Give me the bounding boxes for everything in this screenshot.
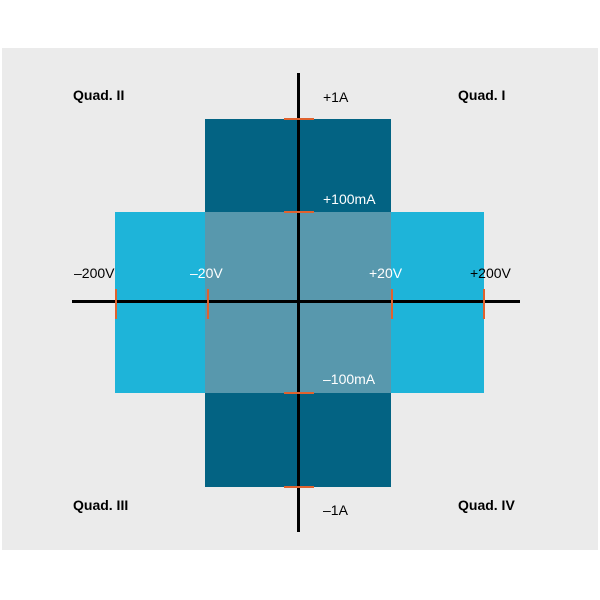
label-pos-20v: +20V [369,265,403,281]
label-neg-200v: –200V [74,265,115,281]
current-axis [297,73,300,532]
voltage-axis [72,300,520,303]
tick-neg-1a [284,486,314,488]
label-pos-1a: +1A [323,89,349,105]
quadrant-4-label: Quad. IV [458,497,515,513]
tick-pos-200v [483,289,485,319]
tick-neg-200v [115,289,117,319]
tick-neg-100ma [284,392,314,394]
label-neg-100ma: –100mA [323,371,376,387]
tick-pos-20v [391,289,393,319]
label-pos-200v: +200V [470,265,511,281]
label-pos-100ma: +100mA [323,191,376,207]
label-neg-1a: –1A [323,502,348,518]
label-neg-20v: –20V [190,265,223,281]
tick-pos-100ma [284,211,314,213]
quadrant-2-label: Quad. II [73,87,125,103]
tick-neg-20v [207,289,209,319]
quadrant-3-label: Quad. III [73,497,129,513]
quadrant-1-label: Quad. I [458,87,506,103]
tick-pos-1a [284,118,314,120]
